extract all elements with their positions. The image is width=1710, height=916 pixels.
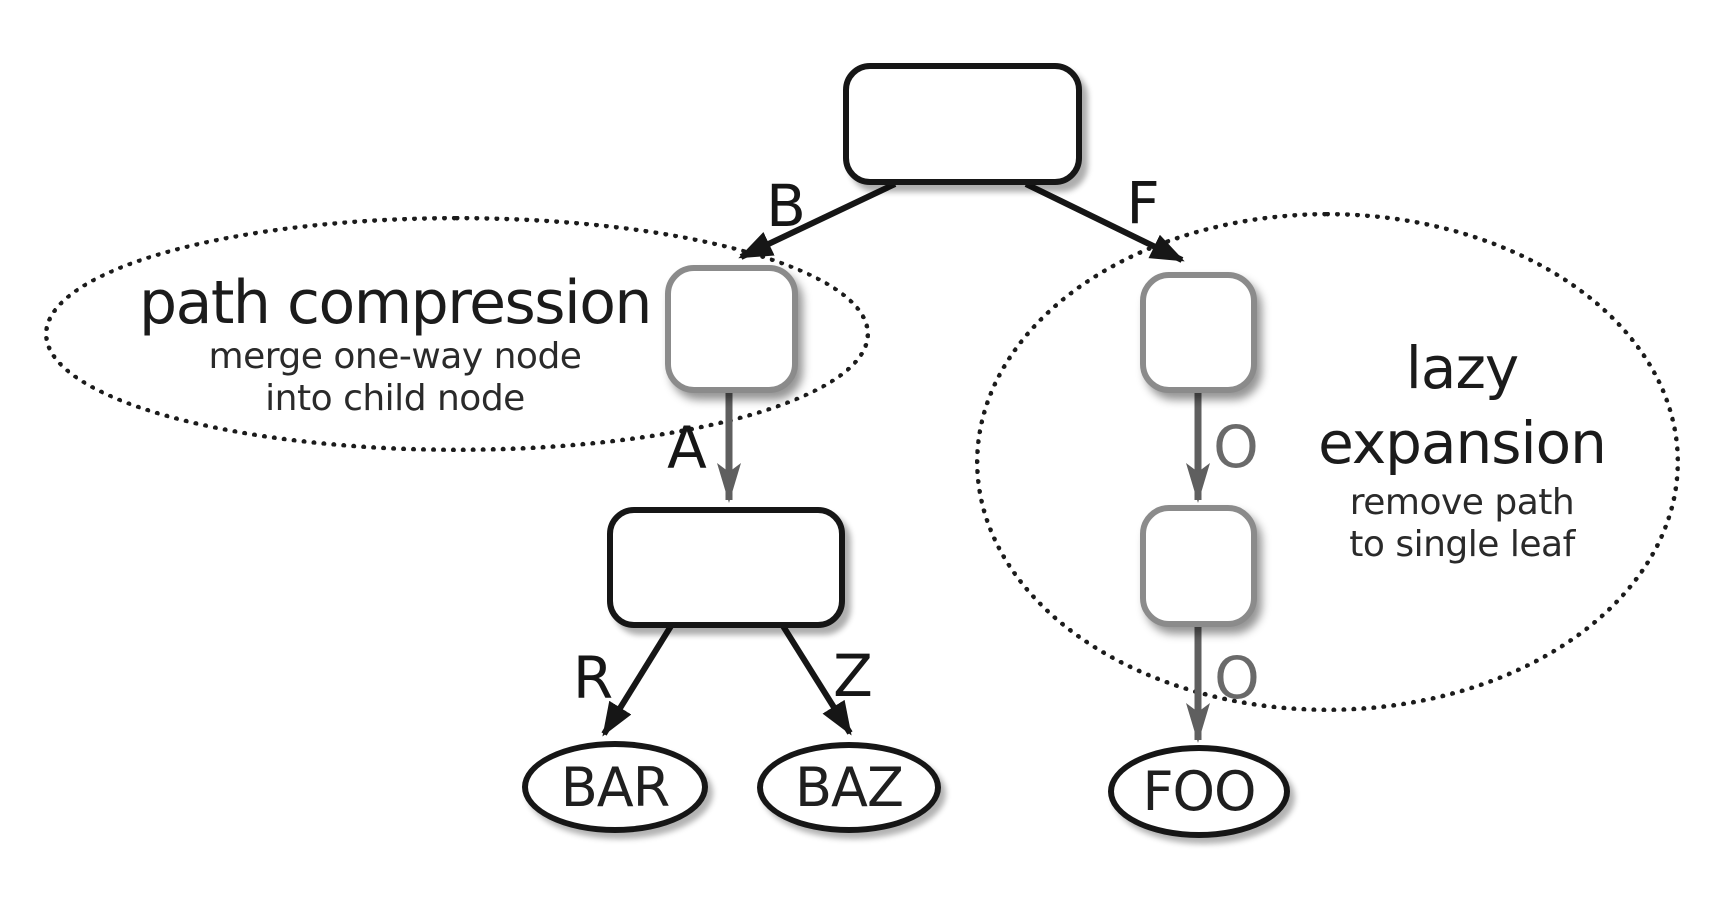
- path-compression-dotted-ellipse: [44, 216, 870, 452]
- edge-b-line: [738, 181, 897, 260]
- edge-label-o2: O: [1214, 644, 1260, 712]
- edge-label-r: R: [572, 644, 614, 712]
- lazy-expansion-desc-line2: to single leaf: [1349, 523, 1575, 565]
- path-compression-desc-line1: merge one-way node: [208, 336, 582, 377]
- edge-r-line: [601, 624, 674, 737]
- leaf-bar-label: BAR: [560, 755, 671, 819]
- leaf-baz: BAZ: [757, 742, 941, 833]
- leaf-baz-label: BAZ: [795, 756, 904, 819]
- merged-node-b: [665, 265, 798, 393]
- lazy-expansion-annotation: lazy expansion remove path to single lea…: [1162, 331, 1710, 565]
- lazy-expansion-title-line2: expansion: [1318, 409, 1607, 478]
- lazy-expansion-desc-line1: remove path: [1349, 481, 1575, 523]
- lazy-expansion-title-line1: lazy: [1405, 334, 1519, 402]
- one-way-node-f: [1140, 272, 1257, 393]
- path-compression-annotation: path compression merge one-way node into…: [95, 270, 695, 420]
- edge-f-line: [1024, 181, 1185, 263]
- edge-label-o1: O: [1213, 413, 1259, 481]
- edge-z-line: [780, 624, 853, 736]
- leaf-foo-label: FOO: [1142, 760, 1256, 823]
- path-compression-desc-line2: into child node: [265, 377, 525, 419]
- root-node: [843, 63, 1082, 185]
- node-ba: [607, 507, 845, 628]
- one-way-node-fo: [1140, 505, 1257, 627]
- edge-label-a: A: [667, 414, 707, 482]
- path-compression-title: path compression: [139, 268, 652, 338]
- leaf-bar: BAR: [522, 741, 708, 833]
- edge-label-z: Z: [833, 642, 873, 710]
- leaf-foo: FOO: [1108, 745, 1290, 838]
- edge-label-f: F: [1126, 169, 1160, 237]
- lazy-expansion-dotted-ellipse: [975, 212, 1680, 712]
- edge-label-b: B: [766, 172, 806, 240]
